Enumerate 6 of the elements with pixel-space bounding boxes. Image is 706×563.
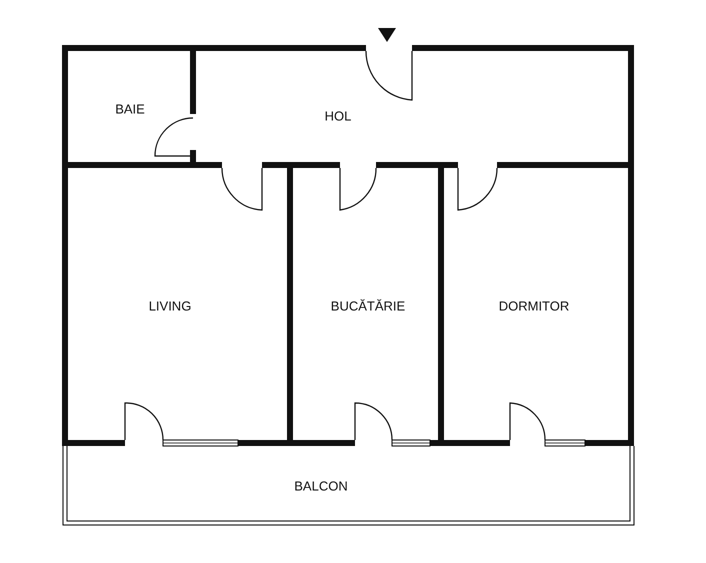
room-label: BAIE xyxy=(115,102,145,116)
room-label: BUCĂTĂRIE xyxy=(330,298,406,314)
room-label: BALCON xyxy=(294,478,348,494)
room-label: LIVING xyxy=(148,298,192,314)
room-label: HOL xyxy=(324,108,352,124)
room-label: DORMITOR xyxy=(498,298,570,314)
